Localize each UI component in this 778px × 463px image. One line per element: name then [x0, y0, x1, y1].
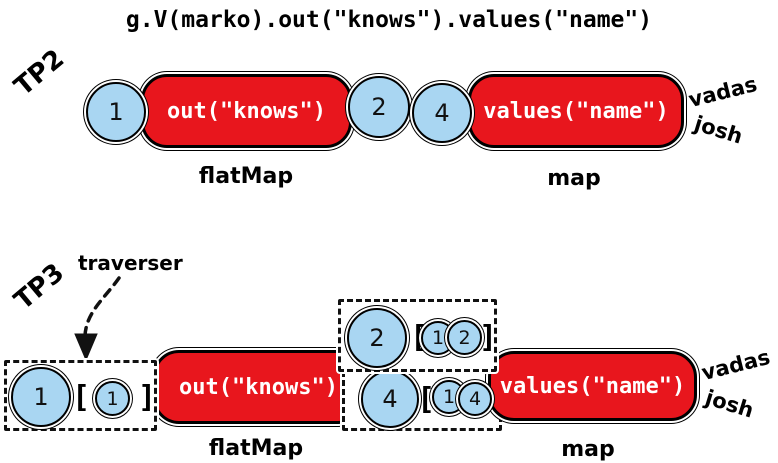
tp3-traverser-2: 2: [347, 308, 407, 368]
tp2-input-traverser: 1: [86, 82, 146, 142]
tp2-result-traverser-4: 4: [412, 83, 472, 143]
tp2-section-label: TP2: [8, 43, 71, 103]
tp3-values-name-step: values("name"): [488, 351, 697, 421]
tp3-flatmap-caption: flatMap: [208, 436, 304, 461]
tp2-flatmap-caption: flatMap: [198, 164, 294, 189]
tp2-values-name-step: values("name"): [468, 74, 684, 148]
tp3-out-knows-step: out("knows"): [153, 350, 364, 424]
tp3-output-vadas: vadas: [699, 344, 773, 386]
tp3-input-traverser: 1: [11, 367, 71, 427]
traverser-arrow-icon: [74, 276, 121, 362]
tp3-input-path-element-1: 1: [95, 381, 130, 416]
tp3-input-path-open-bracket: [: [72, 380, 91, 415]
tp3-traverser-2-close-bracket: ]: [479, 320, 498, 355]
gremlin-query-title: g.V(marko).out("knows").values("name"): [125, 7, 653, 33]
tp3-traverser-callout-label: traverser: [78, 251, 183, 275]
tp2-result-traverser-2: 2: [348, 76, 410, 138]
tp3-output-josh: josh: [702, 385, 757, 423]
tp2-map-caption: map: [547, 166, 601, 191]
tp2-output-josh: josh: [691, 111, 746, 149]
tp2-out-knows-step: out("knows"): [141, 74, 352, 148]
tp3-map-caption: map: [561, 437, 615, 462]
tp3-input-path-close-bracket: ]: [138, 380, 157, 415]
tp3-traverser-4-path-element-4: 4: [458, 382, 492, 416]
tp3-traverser-2-path-element-2: 2: [447, 320, 482, 355]
tp2-output-vadas: vadas: [686, 71, 760, 113]
tp3-traverser-4-open-bracket: [: [417, 382, 436, 417]
tp3-traverser-4: 4: [361, 370, 419, 428]
